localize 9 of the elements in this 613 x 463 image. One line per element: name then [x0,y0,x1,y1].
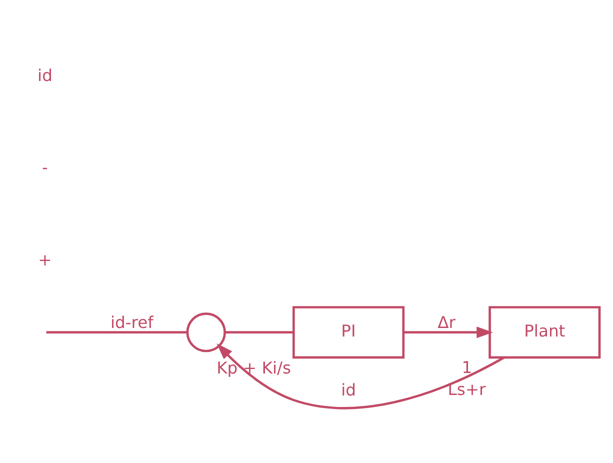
label: - [42,158,48,177]
node-label: 1 [462,357,472,376]
node-label: Kp + Ki/s [216,358,292,377]
node-label: Ls+r [448,380,486,399]
edge-label: Δr [438,312,456,332]
label: + [38,250,52,269]
label: id [38,66,52,84]
edge-label: id [341,380,356,400]
edge-label: id-ref [110,312,154,332]
